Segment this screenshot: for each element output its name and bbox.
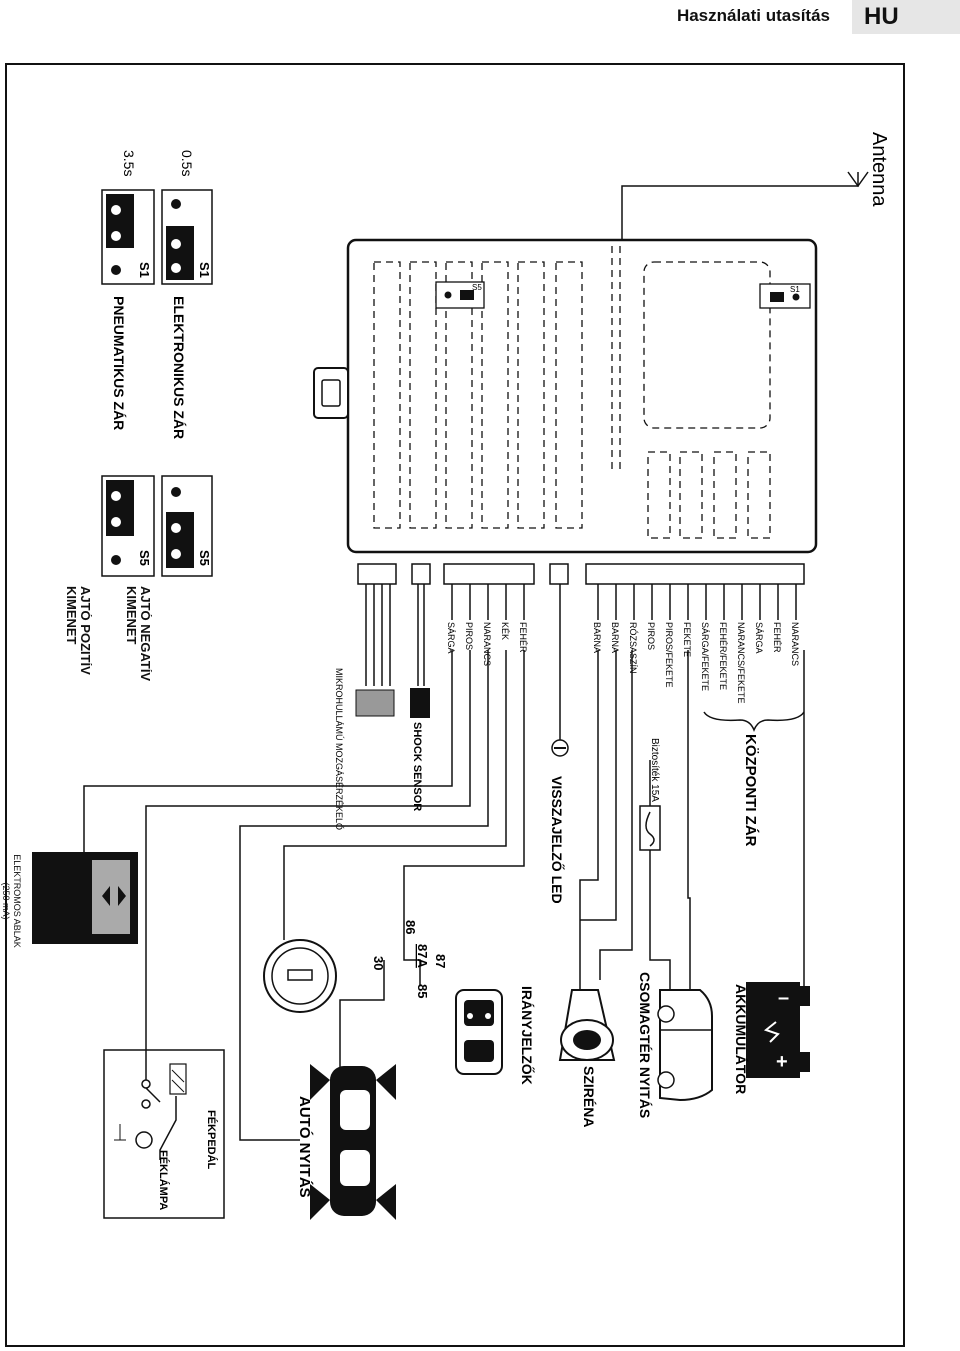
- siren-icon: [558, 989, 616, 1061]
- wire-label: KÉK: [500, 622, 510, 640]
- relay-86-label: 86: [403, 920, 418, 934]
- trunk-label: CSOMAGTÉR NYITÁS: [637, 972, 653, 1118]
- indicators-label: IRÁNYJELZŐK: [519, 986, 536, 1085]
- window-label: ELEKTROMOS ABLAK (250 mA): [1, 854, 22, 948]
- led-icon: [551, 739, 569, 757]
- unit-s1-label: S1: [790, 285, 800, 294]
- wire-label: FEHÉR/FEKETE: [718, 622, 728, 690]
- wire-label: FEHÉR: [772, 622, 782, 653]
- battery-plus: +: [776, 1051, 788, 1073]
- language-badge: HU: [852, 0, 960, 34]
- jumper-s1-label-top: S1: [197, 262, 212, 278]
- jumper-s1-pneumatic: [101, 189, 155, 285]
- door-negative-label-box: AJTÓ NEGATÍV KIMENET: [124, 586, 152, 682]
- relay-87a-label: 87A: [415, 944, 430, 968]
- time-long-label: 3.5s: [121, 150, 137, 176]
- jumper-s5-label-bottom: S5: [137, 550, 152, 566]
- connector-shock: [411, 563, 431, 585]
- jumper-s5-positive: [101, 475, 155, 577]
- wire-label: RÓZSASZÍN: [628, 622, 638, 674]
- battery-label: AKKUMULÁTOR: [733, 984, 749, 1094]
- jumper-s1-label-bottom: S1: [137, 262, 152, 278]
- window-label-box: ELEKTROMOS ABLAK (250 mA): [1, 854, 22, 948]
- connector-group-b: [585, 563, 805, 585]
- car-open-icon: [310, 1064, 396, 1220]
- connector-microwave: [357, 563, 397, 585]
- jumper-s1-electronic: [161, 189, 213, 285]
- unit-s5-label: S5: [472, 283, 482, 292]
- battery-icon: [746, 982, 810, 1078]
- lock-cylinder-icon: [263, 939, 337, 1013]
- indicators-car-icon: [455, 989, 503, 1075]
- siren-label: SZIRÉNA: [581, 1066, 597, 1127]
- brake-lamp-label: FÉKLÁMPA: [157, 1150, 170, 1210]
- relay-87-label: 87: [433, 954, 448, 968]
- fuse-label: Biztosíték 15A: [649, 738, 660, 802]
- microwave-label: MIKROHULLÁMÚ MOZGÁSÉRZÉKELŐ: [334, 668, 344, 830]
- electric-window-icon: [32, 852, 138, 944]
- door-positive-label-box: AJTÓ POZITÍV KIMENET: [64, 586, 92, 675]
- led-label: VISSZAJELZŐ LED: [549, 776, 566, 904]
- jumper-s5-negative: [161, 475, 213, 577]
- connector-led: [549, 563, 569, 585]
- wire-label: PIROS: [646, 622, 656, 650]
- fuse-icon: [639, 805, 661, 851]
- relay-85-label: 85: [415, 984, 430, 998]
- wire-label: SÁRGA: [754, 622, 764, 654]
- brake-pedal-label: FÉKPEDÁL: [205, 1110, 218, 1170]
- door-negative-label: AJTÓ NEGATÍV KIMENET: [124, 586, 152, 682]
- wire-label: NARANCS: [790, 622, 800, 666]
- shock-sensor-block: [410, 688, 430, 718]
- electronic-lock-label: ELEKTRONIKUS ZÁR: [171, 296, 187, 439]
- door-positive-label: AJTÓ POZITÍV KIMENET: [64, 586, 92, 675]
- wire-label: PIROS/FEKETE: [664, 622, 674, 688]
- wire-label: NARANCS: [482, 622, 492, 666]
- wire-label: SÁRGA: [446, 622, 456, 654]
- central-lock-brace: [703, 711, 805, 733]
- group-b-wires: BARNA BARNA RÓZSASZÍN PIROS PIROS/FEKETE FEKE…: [592, 584, 800, 704]
- diagram-frame: [5, 63, 905, 1347]
- shock-label: SHOCK SENSOR: [411, 722, 423, 811]
- microwave-sensor-block: [355, 689, 395, 717]
- wire-label: NARANCS/FEKETE: [736, 622, 746, 704]
- trunk-car-icon: [657, 989, 713, 1102]
- connector-group-a: [443, 563, 535, 585]
- page-header-title: Használati utasítás: [676, 6, 830, 25]
- antenna-icon: [621, 171, 869, 240]
- wire-label: BARNA: [610, 622, 620, 653]
- wire-label: FEHÉR: [518, 622, 528, 653]
- battery-minus: –: [778, 987, 789, 1009]
- central-lock-label: KÖZPONTI ZÁR: [742, 734, 759, 847]
- wire-label: BARNA: [592, 622, 602, 653]
- wire-label: FEKETE: [682, 622, 692, 657]
- pneumatic-lock-label: PNEUMATIKUS ZÁR: [111, 296, 127, 430]
- wire-label: SÁRGA/FEKETE: [700, 622, 710, 691]
- car-open-label: AUTÓ NYITÁS: [296, 1096, 314, 1198]
- jumper-s5-label-top: S5: [197, 550, 212, 566]
- relay-30-label: 30: [371, 956, 386, 970]
- wire-label: PIROS: [464, 622, 474, 650]
- group-a-wires: SÁRGA PIROS NARANCS KÉK FEHÉR: [446, 584, 528, 666]
- brake-box: [103, 1049, 225, 1219]
- control-unit: S5 S1: [313, 238, 818, 554]
- brake-lamp-icon: [135, 1131, 153, 1149]
- antenna-label: Antenna: [868, 132, 890, 207]
- time-short-label: 0.5s: [179, 150, 195, 176]
